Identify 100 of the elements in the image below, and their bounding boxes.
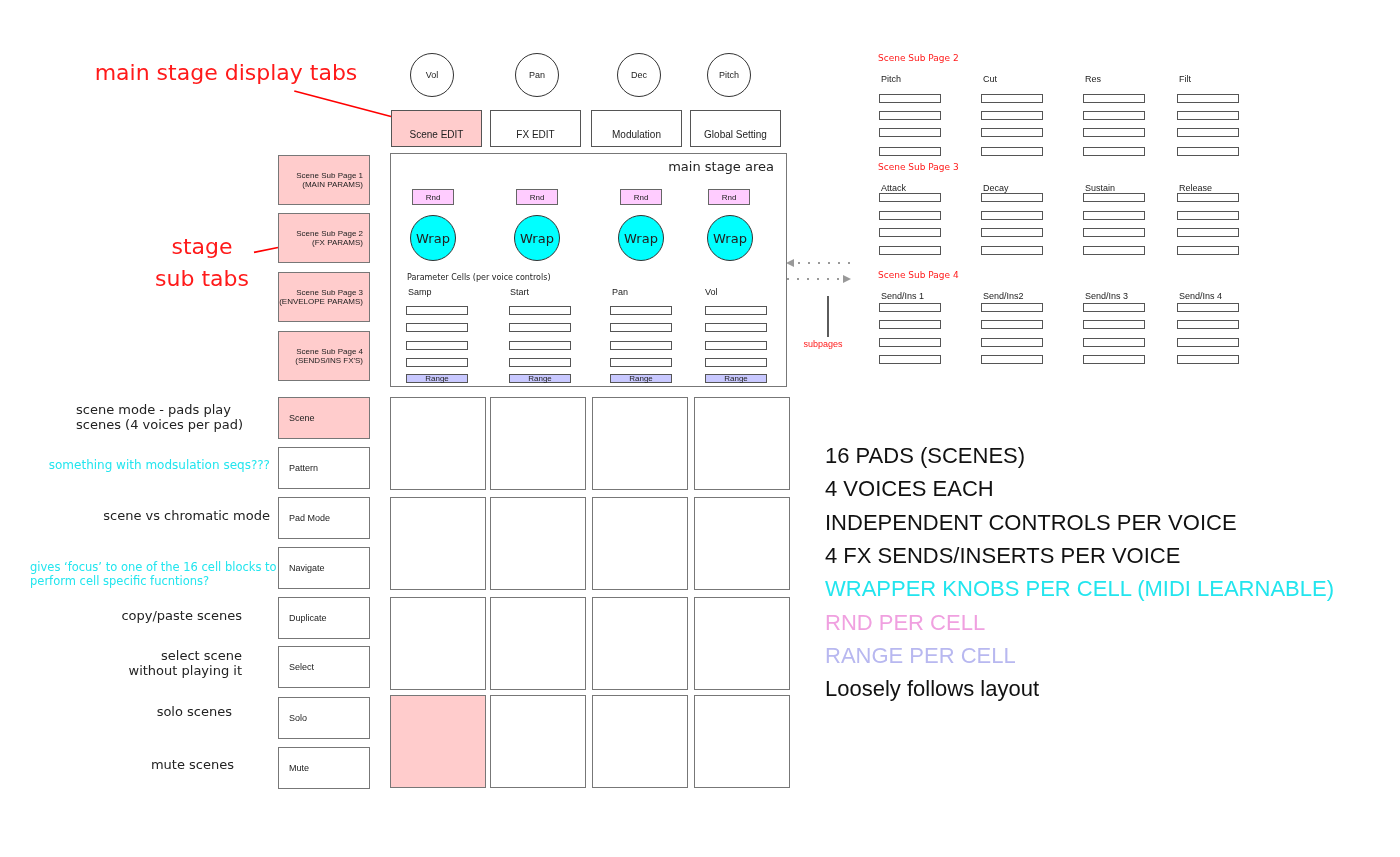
pad (592, 497, 688, 590)
note: 4 FX SENDS/INSERTS PER VOICE (825, 542, 1182, 569)
wrap-knob: Wrap (618, 215, 664, 261)
wrap-knob: Wrap (410, 215, 456, 261)
column-label: Send/Ins 4 (1179, 291, 1224, 301)
note: solo scenes (155, 704, 232, 719)
parameter-field (1083, 320, 1145, 329)
tab: Scene Sub Page 4 (SENDS/INS FX'S) (278, 331, 370, 381)
note: INDEPENDENT CONTROLS PER VOICE (825, 509, 1238, 536)
parameter-field (981, 147, 1043, 156)
heading: Scene Sub Page 2 (878, 53, 960, 63)
tab: Scene Sub Page 2 (FX PARAMS) (278, 213, 370, 263)
pad (490, 597, 586, 690)
parameter-field (879, 147, 941, 156)
column-label: Cut (983, 74, 998, 84)
heading: Scene Sub Page 4 (878, 270, 960, 280)
parameter-field (1177, 320, 1239, 329)
mode-button: Navigate (278, 547, 370, 589)
annotation: subpages (798, 337, 848, 351)
mode-button: Scene (278, 397, 370, 439)
parameter-field (509, 323, 571, 332)
arrow (786, 259, 851, 267)
note: scene vs chromatic mode (102, 508, 270, 523)
pad (390, 497, 486, 590)
range-bar: Range (406, 374, 468, 383)
parameter-field (981, 94, 1043, 103)
leader-line (827, 295, 829, 338)
pad (390, 695, 486, 788)
parameter-field (705, 358, 767, 367)
parameter-field (1083, 128, 1145, 137)
stage-panel (390, 153, 787, 387)
parameter-field (879, 94, 941, 103)
pad (390, 597, 486, 690)
pad (694, 397, 790, 490)
rnd-button: Rnd (516, 189, 558, 205)
mode-button: Solo (278, 697, 370, 739)
note: 4 VOICES EACH (825, 476, 995, 503)
note: select scene without playing it (127, 648, 242, 678)
parameter-field (705, 323, 767, 332)
parameter-field (406, 323, 468, 332)
note: 16 PADS (SCENES) (825, 443, 1027, 469)
parameter-field (981, 320, 1043, 329)
parameter-field (879, 128, 941, 137)
column-label: Pitch (881, 74, 902, 84)
parameter-field (705, 306, 767, 315)
parameter-field (1177, 228, 1239, 237)
parameter-field (981, 128, 1043, 137)
caption: Parameter Cells (per voice controls) (407, 273, 552, 282)
parameter-field (879, 111, 941, 120)
parameter-field (1177, 94, 1239, 103)
column-label: Send/Ins2 (983, 291, 1025, 301)
parameter-field (1083, 246, 1145, 255)
note: RANGE PER CELL (825, 642, 1017, 669)
pad (490, 497, 586, 590)
pad (694, 597, 790, 690)
parameter-field (406, 306, 468, 315)
column-label: Sustain (1085, 183, 1117, 193)
parameter-field (1083, 111, 1145, 120)
column-label: Filt (1179, 74, 1192, 84)
parameter-field (610, 358, 672, 367)
parameter-field (1177, 128, 1239, 137)
column-label: Attack (881, 183, 907, 193)
parameter-field (981, 228, 1043, 237)
pad (592, 695, 688, 788)
mode-button: Pattern (278, 447, 370, 489)
note: RND PER CELL (825, 609, 987, 636)
leader-line (253, 246, 279, 254)
note: WRAPPER KNOBS PER CELL (MIDI LEARNABLE) (825, 576, 1335, 603)
note: copy/paste scenes (120, 608, 242, 623)
note: scene mode - pads play scenes (4 voices per pad) (76, 402, 245, 432)
panel-title: main stage area (668, 159, 774, 174)
parameter-field (1083, 228, 1145, 237)
parameter-field (1083, 355, 1145, 364)
pad (390, 397, 486, 490)
mode-button: Duplicate (278, 597, 370, 639)
mode-button: Mute (278, 747, 370, 789)
tab: Global Setting (690, 110, 781, 147)
range-bar: Range (509, 374, 571, 383)
tab: Scene Sub Page 1 (MAIN PARAMS) (278, 155, 370, 205)
column-label: Samp (408, 287, 433, 297)
tab: Scene EDIT (391, 110, 482, 147)
pad (694, 497, 790, 590)
parameter-field (1177, 303, 1239, 312)
parameter-field (509, 306, 571, 315)
rnd-button: Rnd (620, 189, 662, 205)
mode-button: Select (278, 646, 370, 688)
range-bar: Range (705, 374, 767, 383)
parameter-field (879, 193, 941, 202)
parameter-field (509, 358, 571, 367)
parameter-field (1177, 193, 1239, 202)
annotation: stage sub tabs (150, 228, 254, 298)
rnd-button: Rnd (708, 189, 750, 205)
parameter-field (981, 193, 1043, 202)
arrow (786, 275, 851, 283)
mode-button: Pad Mode (278, 497, 370, 539)
parameter-field (879, 246, 941, 255)
parameter-field (1177, 246, 1239, 255)
parameter-field (879, 228, 941, 237)
pad (694, 695, 790, 788)
parameter-field (1177, 147, 1239, 156)
